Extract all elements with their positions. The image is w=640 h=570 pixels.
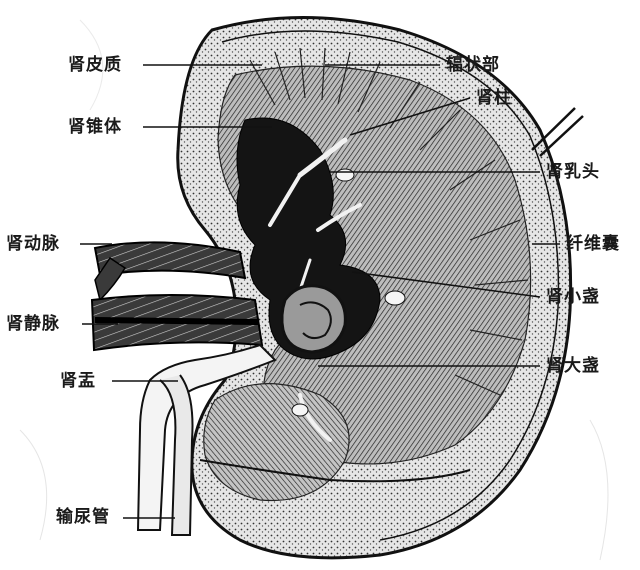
label-renal-vein: 肾静脉 [6, 314, 60, 334]
label-pyramid: 肾锥体 [68, 117, 122, 137]
label-fibrous-capsule: 纤维囊 [566, 234, 620, 254]
label-major-calyx: 肾大盏 [546, 356, 600, 376]
label-papilla: 肾乳头 [546, 162, 600, 182]
minor-calyx-shape [282, 286, 345, 352]
label-renal-column: 肾柱 [476, 88, 512, 108]
label-renal-artery: 肾动脉 [6, 234, 60, 254]
label-cortex: 肾皮质 [68, 55, 122, 75]
label-radiate-part: 辐状部 [446, 55, 500, 75]
label-ureter: 输尿管 [56, 507, 110, 527]
label-pelvis: 肾盂 [60, 371, 96, 391]
label-minor-calyx: 肾小盏 [546, 287, 600, 307]
renal-vein-band [95, 320, 258, 322]
